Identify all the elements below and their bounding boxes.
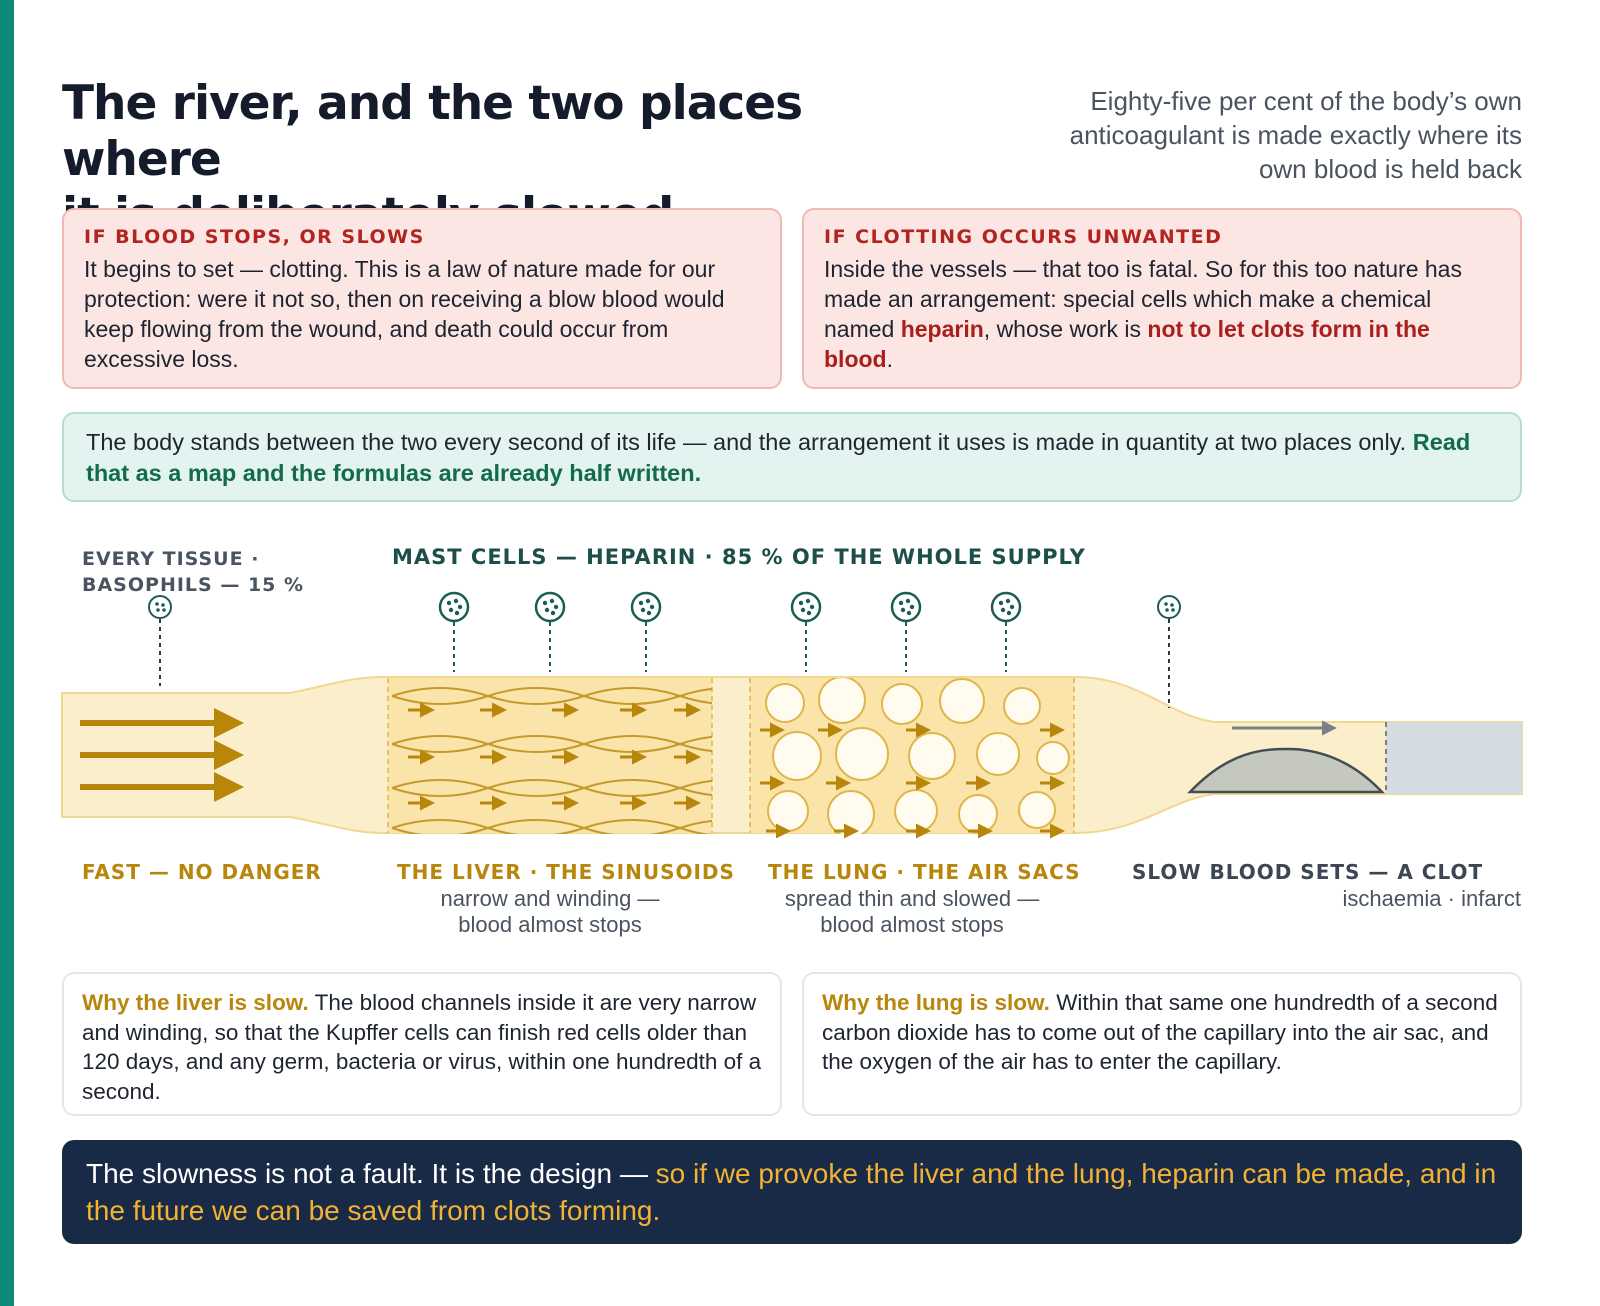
card-text: It begins to set — clotting. This is a l… — [84, 256, 725, 372]
cell-marker-lung-2 — [890, 591, 922, 672]
cell-marker-clot — [1157, 595, 1181, 708]
lung-air-sacs — [765, 678, 1070, 834]
liver-flow-arrows — [408, 702, 701, 811]
lung-flow-arrows — [760, 722, 1065, 839]
cell-marker-liver-1 — [438, 591, 470, 672]
card-text: Inside the vessels — that too is fatal. … — [824, 256, 1462, 372]
label-liver: THE LIVER · THE SINUSOIDS — [397, 860, 735, 884]
emphasis-text: not to let clots form in the blood — [824, 316, 1430, 372]
fast-flow-arrows — [80, 708, 244, 802]
clot-shape — [1187, 747, 1385, 794]
card-heading: Why the lung is slow. — [822, 990, 1050, 1015]
label-fast: FAST — NO DANGER — [82, 860, 322, 884]
footer-emphasis: so if we provoke the liver and the lung,… — [86, 1158, 1497, 1226]
blood-flow-diagram: EVERY TISSUE · BASOPHILS — 15 % MAST CEL… — [0, 530, 1600, 960]
cell-marker-tissue — [148, 595, 172, 686]
liver-sinusoids — [391, 687, 712, 834]
cell-marker-liver-2 — [534, 591, 566, 672]
label-every-tissue: EVERY TISSUE · BASOPHILS — 15 % — [82, 548, 305, 596]
vessel-svg — [61, 591, 1523, 839]
cell-marker-lung-1 — [790, 591, 822, 672]
info-banner: The body stands between the two every se… — [62, 412, 1522, 502]
footer-callout: The slowness is not a fault. It is the d… — [62, 1140, 1522, 1244]
card-heading: Why the liver is slow. — [82, 990, 309, 1015]
card-lung-slow: Why the lung is slow. Within that same o… — [802, 972, 1522, 1116]
cell-marker-liver-3 — [630, 591, 662, 672]
label-lung: THE LUNG · THE AIR SACS — [768, 860, 1081, 884]
heparin-term: heparin — [900, 316, 984, 342]
page-subtitle: Eighty-five per cent of the body’s own a… — [1069, 86, 1522, 184]
blocked-section — [1386, 722, 1522, 794]
card-liver-slow: Why the liver is slow. The blood channel… — [62, 972, 782, 1116]
card-blood-stops: IF BLOOD STOPS, OR SLOWS It begins to se… — [62, 208, 782, 389]
cell-marker-lung-3 — [990, 591, 1022, 672]
clot-caption: ischaemia · infarct — [1342, 886, 1521, 911]
accent-side-bar — [0, 0, 14, 1306]
card-heading: IF BLOOD STOPS, OR SLOWS — [84, 226, 425, 248]
liver-caption: narrow and winding — blood almost stops — [440, 886, 660, 937]
label-clot: SLOW BLOOD SETS — A CLOT — [1132, 860, 1484, 884]
card-clotting-unwanted: IF CLOTTING OCCURS UNWANTED Inside the v… — [802, 208, 1522, 389]
label-mast-cells: MAST CELLS — HEPARIN · 85 % OF THE WHOLE… — [392, 545, 1086, 569]
card-heading: IF CLOTTING OCCURS UNWANTED — [824, 226, 1223, 248]
banner-emphasis: Read that as a map and the formulas are … — [86, 429, 1471, 486]
lung-caption: spread thin and slowed — blood almost st… — [784, 886, 1040, 937]
